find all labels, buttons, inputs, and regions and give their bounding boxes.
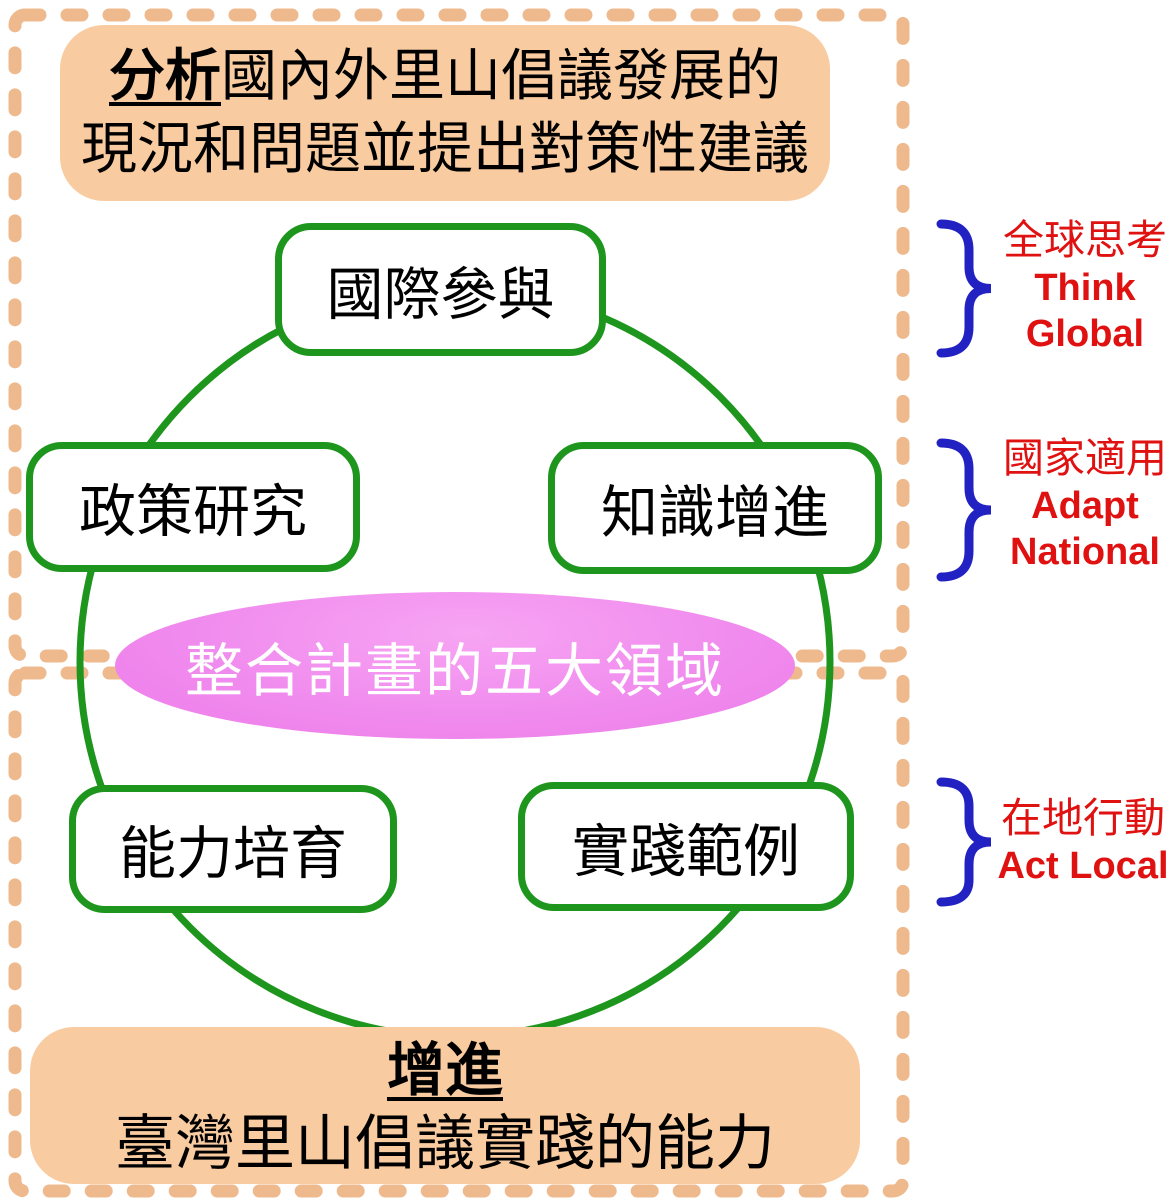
outcome-line-2: 臺灣里山倡議實踐的能力 xyxy=(115,1110,775,1177)
annotation-zh: 在地行動 xyxy=(1001,795,1165,841)
objective-banner: 分析國內外里山倡議發展的 現況和問題並提出對策性建議 xyxy=(60,25,830,201)
outcome-line-1: 增進 xyxy=(30,1033,860,1109)
annotation-en: Act Local xyxy=(997,845,1169,887)
node-label: 實踐範例 xyxy=(572,819,800,884)
curly-brace-icon xyxy=(936,219,992,358)
node-capacity-building: 能力培育 xyxy=(69,785,397,913)
upper-dashed-frame xyxy=(8,8,910,663)
node-practice-examples: 實踐範例 xyxy=(518,782,854,911)
annotation-adapt-national: 國家適用 Adapt National xyxy=(995,433,1170,575)
node-label: 能力培育 xyxy=(119,822,347,886)
annotation-en: Think xyxy=(1034,267,1136,309)
node-policy-research: 政策研究 xyxy=(26,442,360,572)
objective-line-1-rest: 國內外里山倡議發展的 xyxy=(221,44,781,107)
annotation-think-global: 全球思考 Think Global xyxy=(995,215,1170,357)
curly-brace-icon xyxy=(936,438,992,582)
objective-line-1: 分析國內外里山倡議發展的 xyxy=(60,39,830,112)
outcome-emphasis: 增進 xyxy=(386,1038,503,1103)
node-international-participation: 國際參與 xyxy=(275,223,606,356)
node-label: 國際參與 xyxy=(326,262,555,327)
annotation-en: Global xyxy=(1025,313,1145,355)
node-label: 知識增進 xyxy=(601,481,829,545)
curly-brace-icon xyxy=(936,777,992,907)
node-knowledge-enhancement: 知識增進 xyxy=(548,442,882,574)
annotation-zh: 國家適用 xyxy=(1003,435,1167,481)
five-domains-ellipse: 整合計畫的五大領域 xyxy=(115,592,795,739)
annotation-en: Adapt xyxy=(1031,485,1139,527)
annotation-zh: 全球思考 xyxy=(1003,217,1167,263)
objective-line-2: 現況和問題並提出對策性建議 xyxy=(81,117,809,180)
objective-emphasis: 分析 xyxy=(109,44,221,107)
five-domains-label: 整合計畫的五大領域 xyxy=(184,638,725,704)
annotation-act-local: 在地行動 Act Local xyxy=(993,793,1170,889)
outcome-banner: 增進 臺灣里山倡議實踐的能力 xyxy=(30,1027,860,1184)
node-label: 政策研究 xyxy=(79,480,307,544)
annotation-en: National xyxy=(1010,531,1160,573)
